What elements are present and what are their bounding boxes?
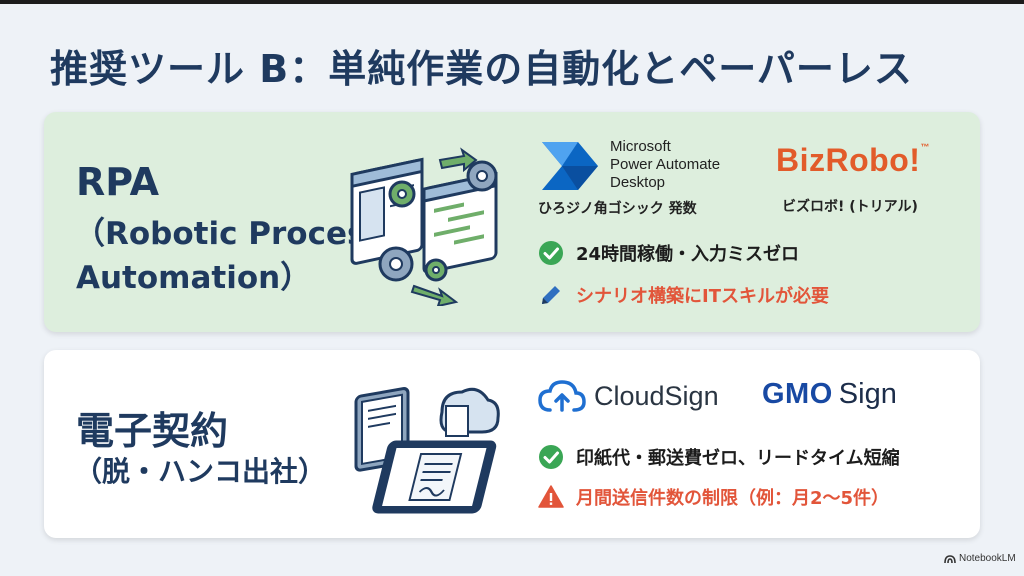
pencil-icon (542, 286, 560, 304)
power-automate-name: Microsoft Power Automate Desktop (610, 138, 720, 192)
check-circle-icon (539, 445, 563, 469)
rpa-title-line3: Automation） (76, 260, 312, 296)
power-automate-icon (542, 142, 598, 190)
warning-icon (538, 485, 564, 508)
bizrobo-caption: ビズロボ! (トリアル) (782, 199, 918, 215)
rpa-title-line2: （Robotic Process (74, 216, 384, 252)
top-border (0, 0, 1024, 4)
esign-tablet-illustration (354, 387, 500, 514)
power-automate-caption: ひろジノ角ゴシック 発数 (538, 201, 697, 217)
bizrobo-wordmark: BizRobo!™ (776, 142, 930, 178)
notebooklm-watermark: NotebookLM (944, 553, 1016, 564)
notebooklm-icon (944, 554, 956, 563)
power-automate-line1: Microsoft (610, 138, 671, 155)
bizrobo-logo: BizRobo!™ ビズロボ! (トリアル) (776, 142, 930, 215)
cloud-upload-icon (538, 380, 586, 412)
cloudsign-wordmark: CloudSign (594, 380, 719, 411)
check-circle-icon (539, 241, 563, 265)
esign-merit: 印紙代・郵送費ゼロ、リードタイム短縮 (538, 444, 900, 470)
power-automate-line3: Desktop (610, 174, 666, 191)
gmo-sign-logo: GMO Sign (762, 378, 897, 411)
power-automate-line2: Power Automate (610, 156, 721, 173)
rpa-demerit: シナリオ構築にITスキルが必要 (538, 282, 829, 308)
esign-demerit: 月間送信件数の制限（例：月2〜5件） (538, 484, 889, 510)
gmo-wordmark: GMO (762, 378, 833, 410)
esign-card: 電子契約 （脱・ハンコ出社） CloudSign (44, 350, 980, 538)
rpa-card: RPA （Robotic Process Automation） (44, 112, 980, 332)
gmo-sign-wordmark: Sign (838, 378, 897, 410)
esign-subtitle: （脱・ハンコ出社） (74, 455, 327, 488)
rpa-merit: 24時間稼働・入力ミスゼロ (538, 240, 799, 266)
esign-title: 電子契約 (76, 409, 229, 453)
cloudsign-logo: CloudSign (538, 380, 719, 412)
rpa-title: RPA (76, 160, 160, 204)
page-title: 推奨ツール B：単純作業の自動化とペーパーレス (50, 47, 913, 91)
rpa-automation-illustration (350, 147, 498, 306)
